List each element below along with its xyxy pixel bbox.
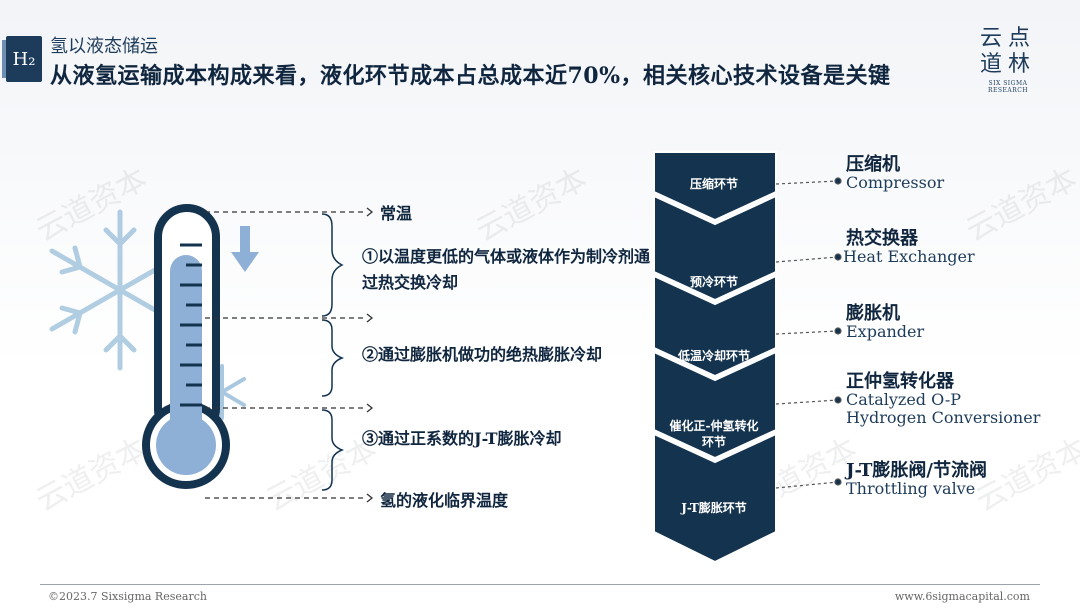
equipment-name-en: Heat Exchanger bbox=[843, 248, 975, 266]
label-room-temperature: 常温 bbox=[380, 200, 412, 224]
equipment-name-en: Catalyzed O-P Hydrogen Conversioner bbox=[846, 391, 1046, 427]
footer-copyright: ©2023.7 Sixsigma Research bbox=[48, 590, 207, 603]
bracket-group bbox=[322, 214, 342, 490]
stage-label: J-T膨胀环节 bbox=[654, 500, 774, 516]
thermometer-icon bbox=[146, 208, 226, 485]
equipment-name-en: Compressor bbox=[846, 174, 944, 192]
level-lines bbox=[205, 212, 365, 498]
step-2-text: ②通过膨胀机做功的绝热膨胀冷却 bbox=[362, 342, 652, 368]
step-1-text: ①以温度更低的气体或液体作为制冷剂通过热交换冷却 bbox=[362, 244, 652, 296]
label-critical-temperature: 氢的液化临界温度 bbox=[380, 487, 508, 511]
stage-label: 压缩环节 bbox=[654, 176, 774, 192]
equipment-name-en: Expander bbox=[846, 323, 924, 341]
footer-website: www.6sigmacapital.com bbox=[895, 590, 1030, 603]
equipment-connectors bbox=[776, 178, 841, 488]
stage-label: 催化正-仲氢转化环节 bbox=[664, 418, 764, 450]
footer-divider bbox=[40, 584, 1040, 585]
stage-label: 预冷环节 bbox=[654, 274, 774, 290]
down-arrow-icon bbox=[231, 226, 259, 272]
equipment-name-en: Throttling valve bbox=[846, 480, 975, 498]
stage-label: 低温冷却环节 bbox=[654, 348, 774, 364]
step-3-text: ③通过正系数的J-T膨胀冷却 bbox=[362, 426, 652, 452]
